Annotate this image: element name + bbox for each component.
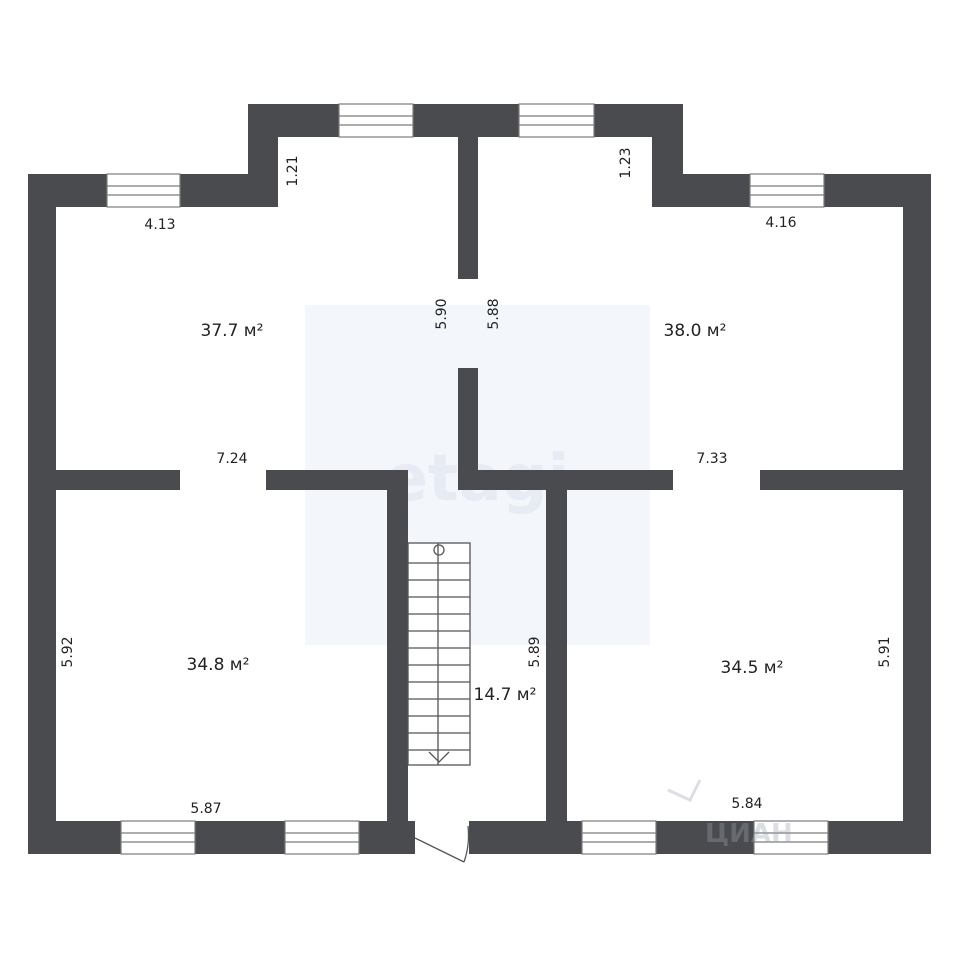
wall-mid-left-a [56,470,180,490]
entrance-door [414,825,470,863]
room-area-bottom-right: 34.5 м² [721,658,784,678]
window-top-left [106,173,181,208]
room-area-bottom-left: 34.8 м² [187,655,250,675]
stair-start-icon [433,544,445,556]
wall-mid-right-b [760,470,903,490]
wall-mid-right-a [458,470,673,490]
dimension-label: 1.23 [618,147,634,178]
window-bottom-left-b [284,820,360,855]
window-top-right [749,173,825,208]
wall-top-center [248,104,683,137]
room-area-hall: 14.7 м² [474,685,537,705]
window-top-center-left [338,103,414,138]
dimension-label: 7.24 [216,451,247,467]
dimension-label: 5.88 [486,298,502,329]
room-area-top-left: 37.7 м² [201,321,264,341]
dimension-label: 5.89 [527,636,543,667]
corner-watermark: ЦИАН [667,779,793,849]
window-bottom-right-a [581,820,657,855]
room-area-top-right: 38.0 м² [664,321,727,341]
dimension-label: 4.16 [765,215,796,231]
dimension-label: 5.92 [60,636,76,667]
dimension-label: 7.33 [696,451,727,467]
windows [106,103,829,855]
staircase [407,542,471,766]
wall-hall-left [387,490,408,854]
window-bottom-left-a [120,820,196,855]
wall-left [28,174,56,854]
dimension-label: 5.87 [190,801,221,817]
dimension-label: 5.84 [731,796,762,812]
stair-arrow-icon [428,751,450,763]
wall-hall-right [546,490,567,854]
watermark-corner: ЦИАН [705,819,793,849]
window-top-center-right [518,103,595,138]
wall-mid-left-b [266,470,408,490]
dimension-label: 4.13 [144,217,175,233]
window-bottom-right-b [753,820,829,855]
cian-logo-icon [667,779,702,802]
wall-bottom-right [469,821,931,854]
wall-right [903,174,931,854]
dimension-label: 5.90 [434,298,450,329]
dimension-label: 5.91 [877,636,893,667]
wall-partition-upper [458,137,478,279]
dimension-label: 1.21 [285,155,301,186]
wall-partition-middle [458,368,478,490]
